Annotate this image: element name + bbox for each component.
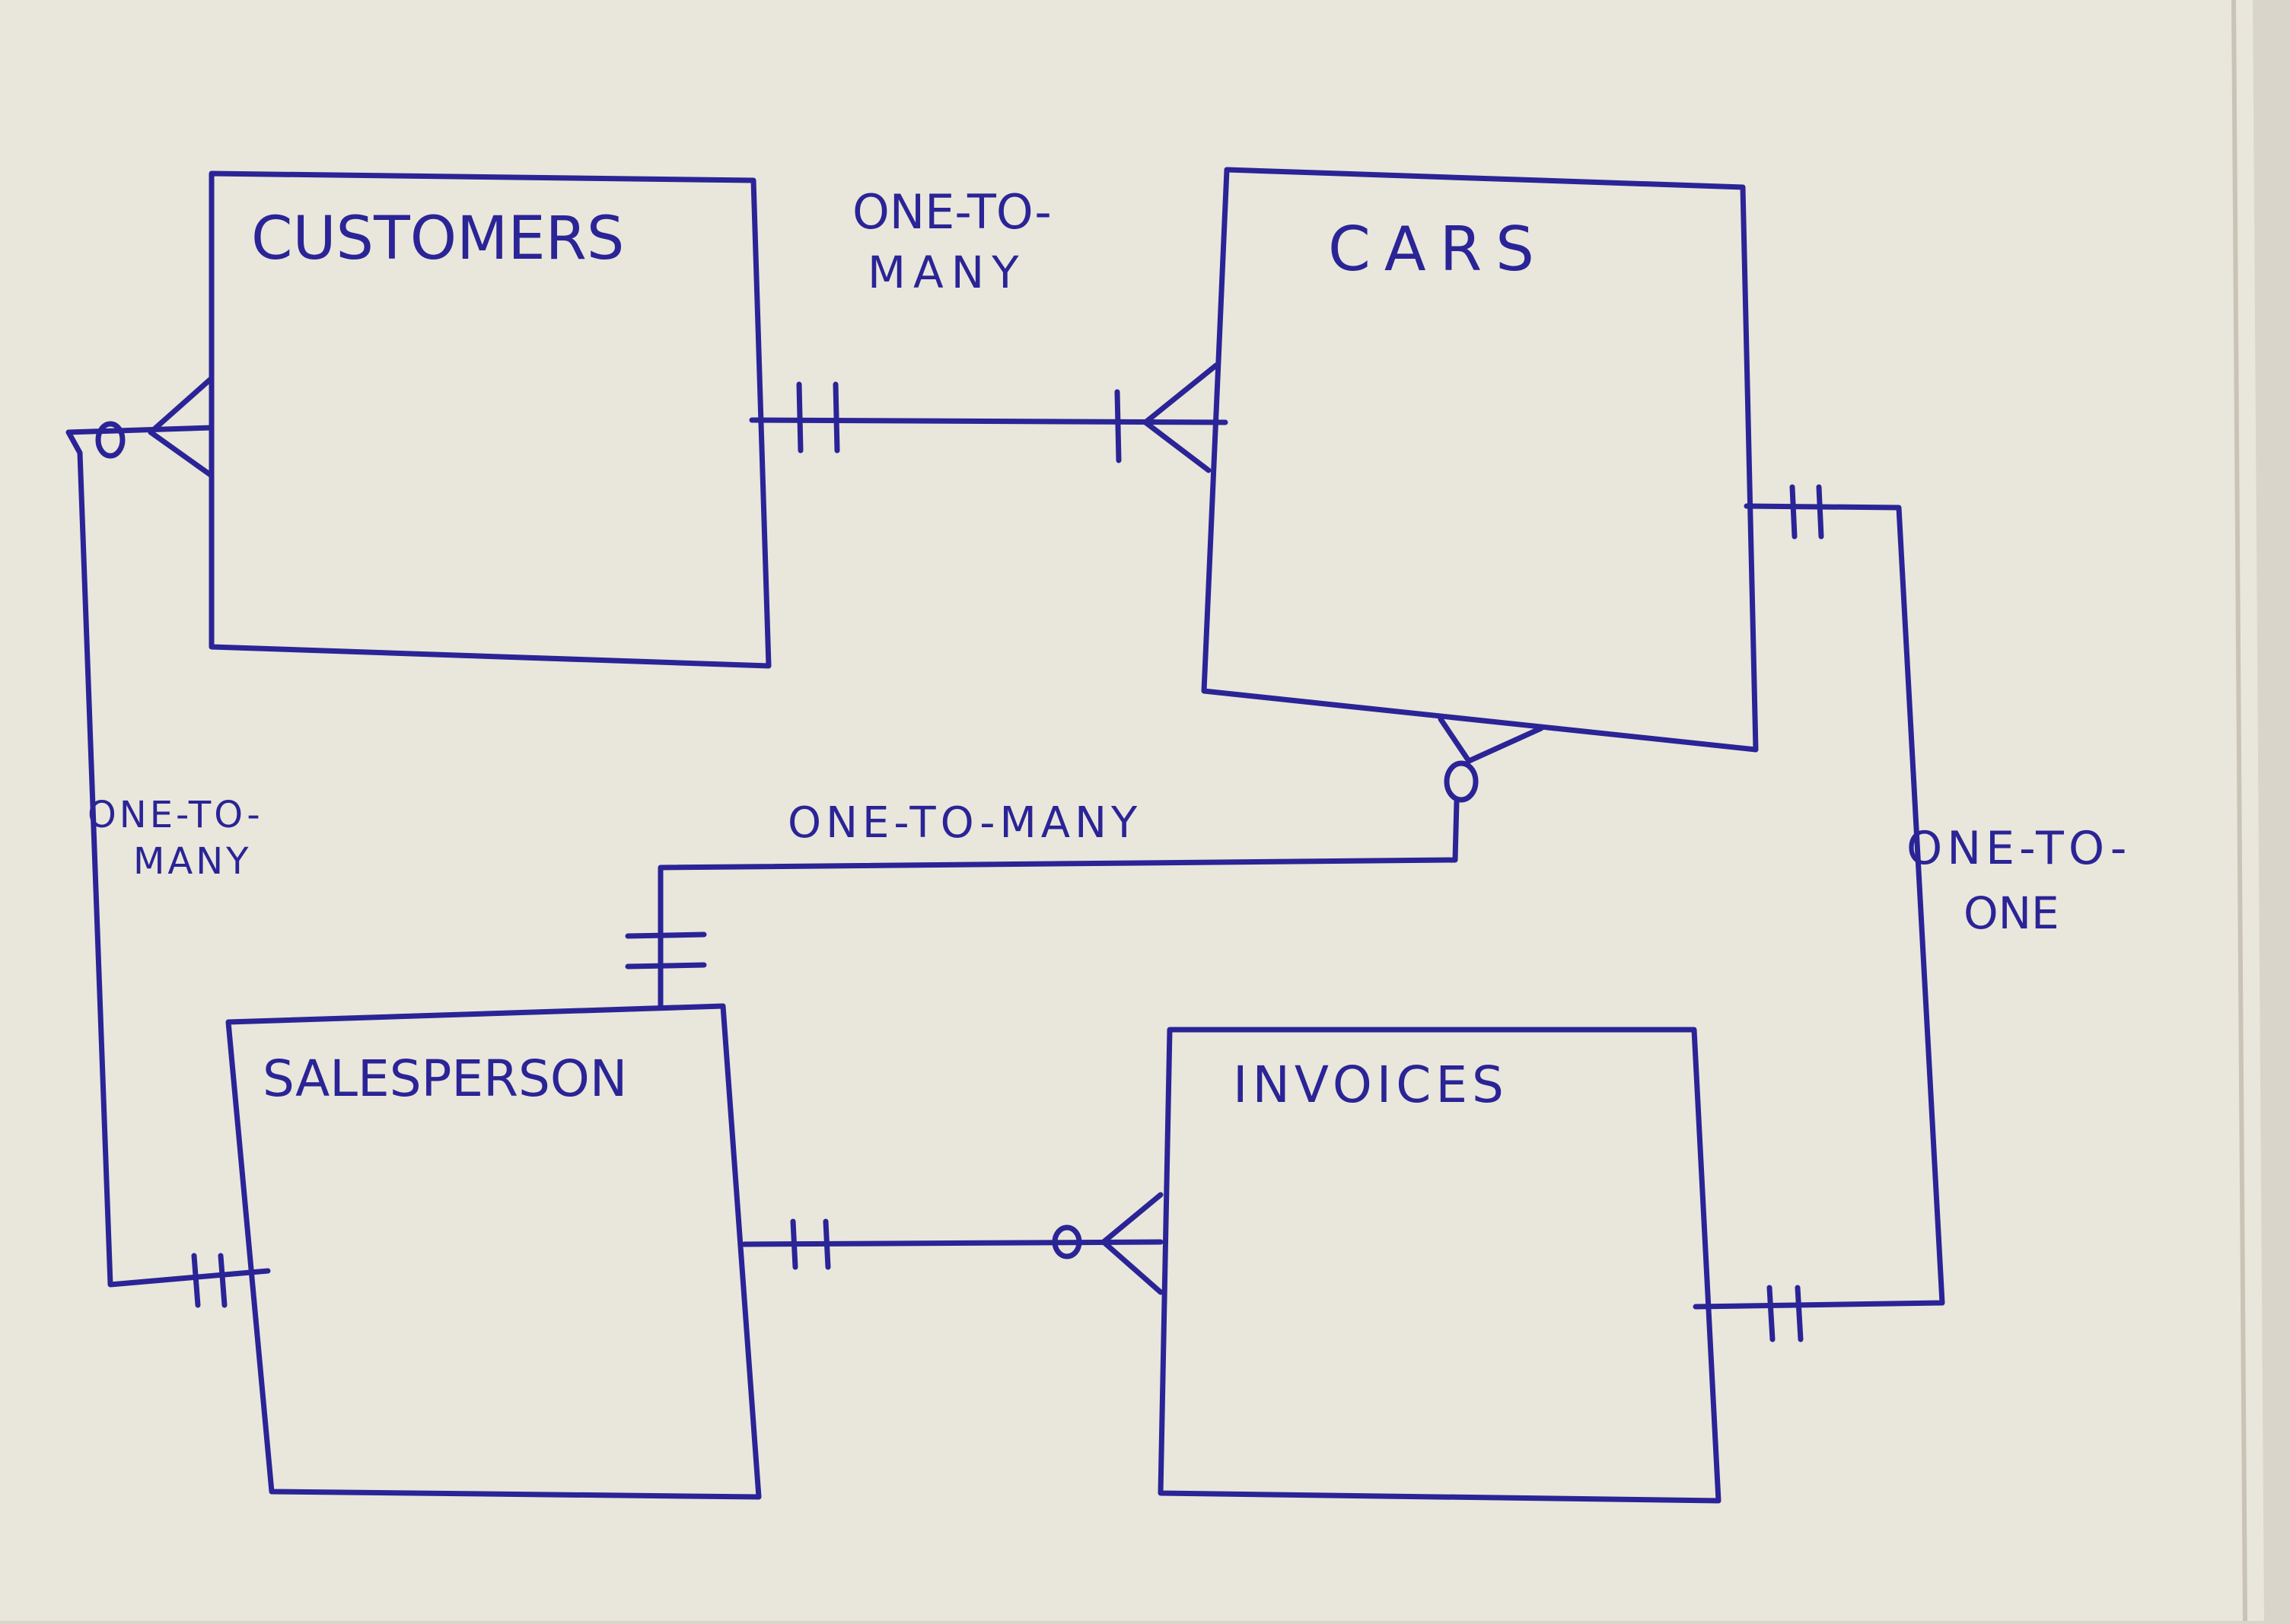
crowfoot-invoices-upper (1100, 1192, 1164, 1245)
line-salesperson-customers (65, 425, 271, 1288)
rel-label-salesperson-cars: ONE-TO-MANY (788, 798, 1142, 848)
mark-customers-one-2 (833, 381, 840, 454)
rel-label-customers-cars-line2: MANY (868, 247, 1027, 298)
rel-label-cars-invoices-line2: ONE (1964, 887, 2059, 939)
mark-cars-one-1 (1789, 484, 1798, 540)
entity-box-salesperson (225, 1003, 762, 1500)
mark-salesperson-one-2 (625, 962, 707, 970)
mark-invoices-one-1 (1766, 1285, 1776, 1342)
entity-label-invoices: INVOICES (1233, 1056, 1508, 1114)
mark-salesperson-one-3 (191, 1253, 201, 1308)
mark-cars-one-2 (1816, 484, 1824, 540)
circle-customers-zero (95, 421, 126, 459)
line-salesperson-invoices (741, 1239, 1164, 1247)
rel-label-salesperson-customers-line1: ONE-TO- (88, 794, 263, 836)
entity-box-cars (1201, 167, 1759, 753)
mark-invoices-one-2 (1795, 1285, 1804, 1342)
mark-salesperson-one-4 (218, 1253, 228, 1308)
rel-label-customers-cars-line1: ONE-TO- (852, 184, 1052, 240)
crowfoot-customers-upper (148, 375, 215, 435)
mark-cars-one (1114, 389, 1122, 463)
circle-invoices-zero (1052, 1224, 1082, 1259)
entity-label-cars: CARS (1328, 214, 1548, 285)
mark-salesperson-one-6 (823, 1218, 831, 1270)
mark-customers-one-1 (796, 381, 804, 454)
entity-label-salesperson: SALESPERSON (263, 1049, 627, 1108)
paper-edge (2231, 0, 2247, 1622)
mark-salesperson-one-5 (790, 1218, 798, 1270)
crowfoot-customers-lower (148, 429, 215, 479)
rel-label-cars-invoices-line1: ONE-TO- (1906, 822, 2131, 875)
crowfoot-cars-bottom-left (1438, 716, 1472, 764)
mark-salesperson-one-1 (625, 931, 707, 939)
line-customers-cars (749, 417, 1228, 425)
crowfoot-cars-bottom-right (1466, 725, 1544, 764)
crowfoot-invoices-lower (1100, 1239, 1164, 1295)
crowfoot-cars-upper (1142, 362, 1219, 425)
circle-cars-zero (1444, 760, 1479, 803)
entity-box-customers (209, 170, 772, 669)
crowfoot-cars-lower (1142, 419, 1212, 473)
line-cars-invoices (1693, 503, 1945, 1310)
entity-label-customers: CUSTOMERS (251, 205, 624, 273)
entity-box-invoices (1158, 1027, 1721, 1504)
rel-label-salesperson-customers-line2: MANY (133, 840, 251, 883)
